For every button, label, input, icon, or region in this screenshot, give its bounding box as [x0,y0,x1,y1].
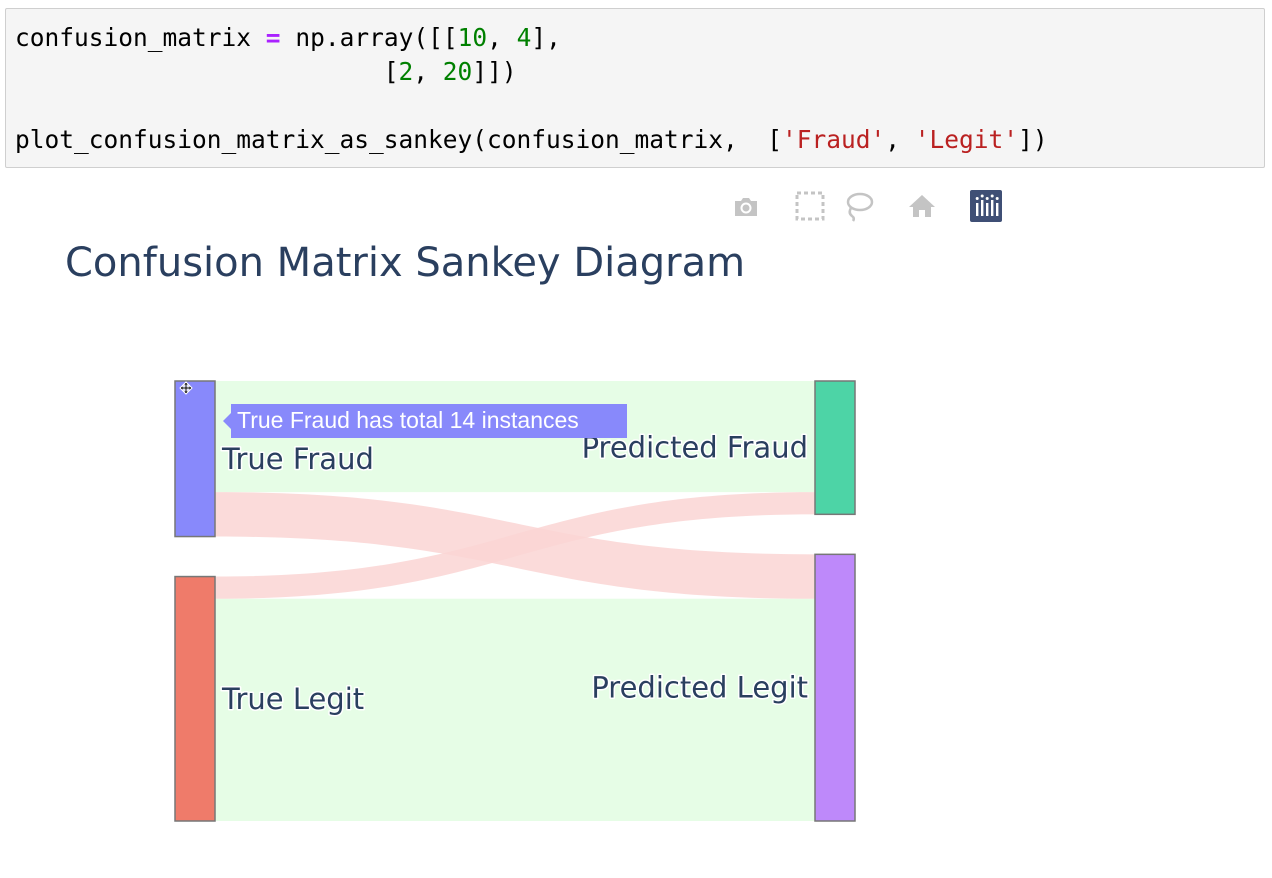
code-number: 2 [398,57,414,86]
code-line-4: plot_confusion_matrix_as_sankey(confusio… [15,123,1048,157]
home-icon [909,195,935,217]
plot-modebar [726,186,1010,226]
code-punct: [ [15,57,399,86]
code-number: 4 [516,23,532,52]
tooltip-arrow [223,413,231,429]
code-punct: , [885,125,915,154]
sankey-node-predicted-legit[interactable] [814,553,856,822]
camera-icon [735,198,757,216]
code-string: 'Fraud' [782,125,886,154]
code-number: 20 [442,57,473,86]
hover-layer: True Fraud has total 14 instances [179,381,627,438]
code-string: 'Legit' [914,125,1019,154]
sankey-link-true-legit-to-predicted-legit[interactable] [215,598,815,821]
code-line-2: [2, 20]]) [15,55,517,89]
hover-tooltip-text: True Fraud has total 14 instances [237,407,579,433]
plotly-logo-link[interactable] [966,186,1006,226]
node-label-predicted-legit: Predicted Legit [591,671,808,705]
code-punct: ]) [1018,125,1048,154]
node-label-true-fraud: True Fraud [221,442,374,476]
sankey-node-predicted-fraud[interactable] [814,380,856,516]
code-punct: ], [531,23,561,52]
code-punct: ]]) [472,57,517,86]
code-punct: , [487,23,517,52]
sankey-node-true-legit[interactable] [174,575,216,822]
code-call: np.array([[ [295,23,458,52]
code-operator: = [265,23,281,52]
code-call: plot_confusion_matrix_as_sankey(confusio… [15,125,783,154]
code-cell[interactable]: confusion_matrix = np.array([[10, 4], [2… [5,8,1265,168]
box-select-button[interactable] [790,186,830,226]
sankey-link-true-legit-to-predicted-fraud[interactable] [215,492,815,599]
box-select-icon [795,191,825,221]
hover-tooltip [231,404,627,438]
code-line-1: confusion_matrix = np.array([[10, 4], [15,21,561,55]
plotly-logo-icon [970,190,1002,222]
code-variable: confusion_matrix [15,23,252,52]
reset-axes-button[interactable] [902,186,942,226]
sankey-nodes [174,380,856,822]
code-punct: , [413,57,443,86]
move-cursor-icon [179,381,193,395]
download-png-button[interactable] [726,186,766,226]
chart-title: Confusion Matrix Sankey Diagram [65,240,746,286]
code-number: 10 [457,23,488,52]
node-label-true-legit: True Legit [221,682,364,716]
lasso-select-button[interactable] [838,186,878,226]
sankey-node-true-fraud[interactable] [174,380,216,538]
lasso-select-icon [846,192,874,222]
